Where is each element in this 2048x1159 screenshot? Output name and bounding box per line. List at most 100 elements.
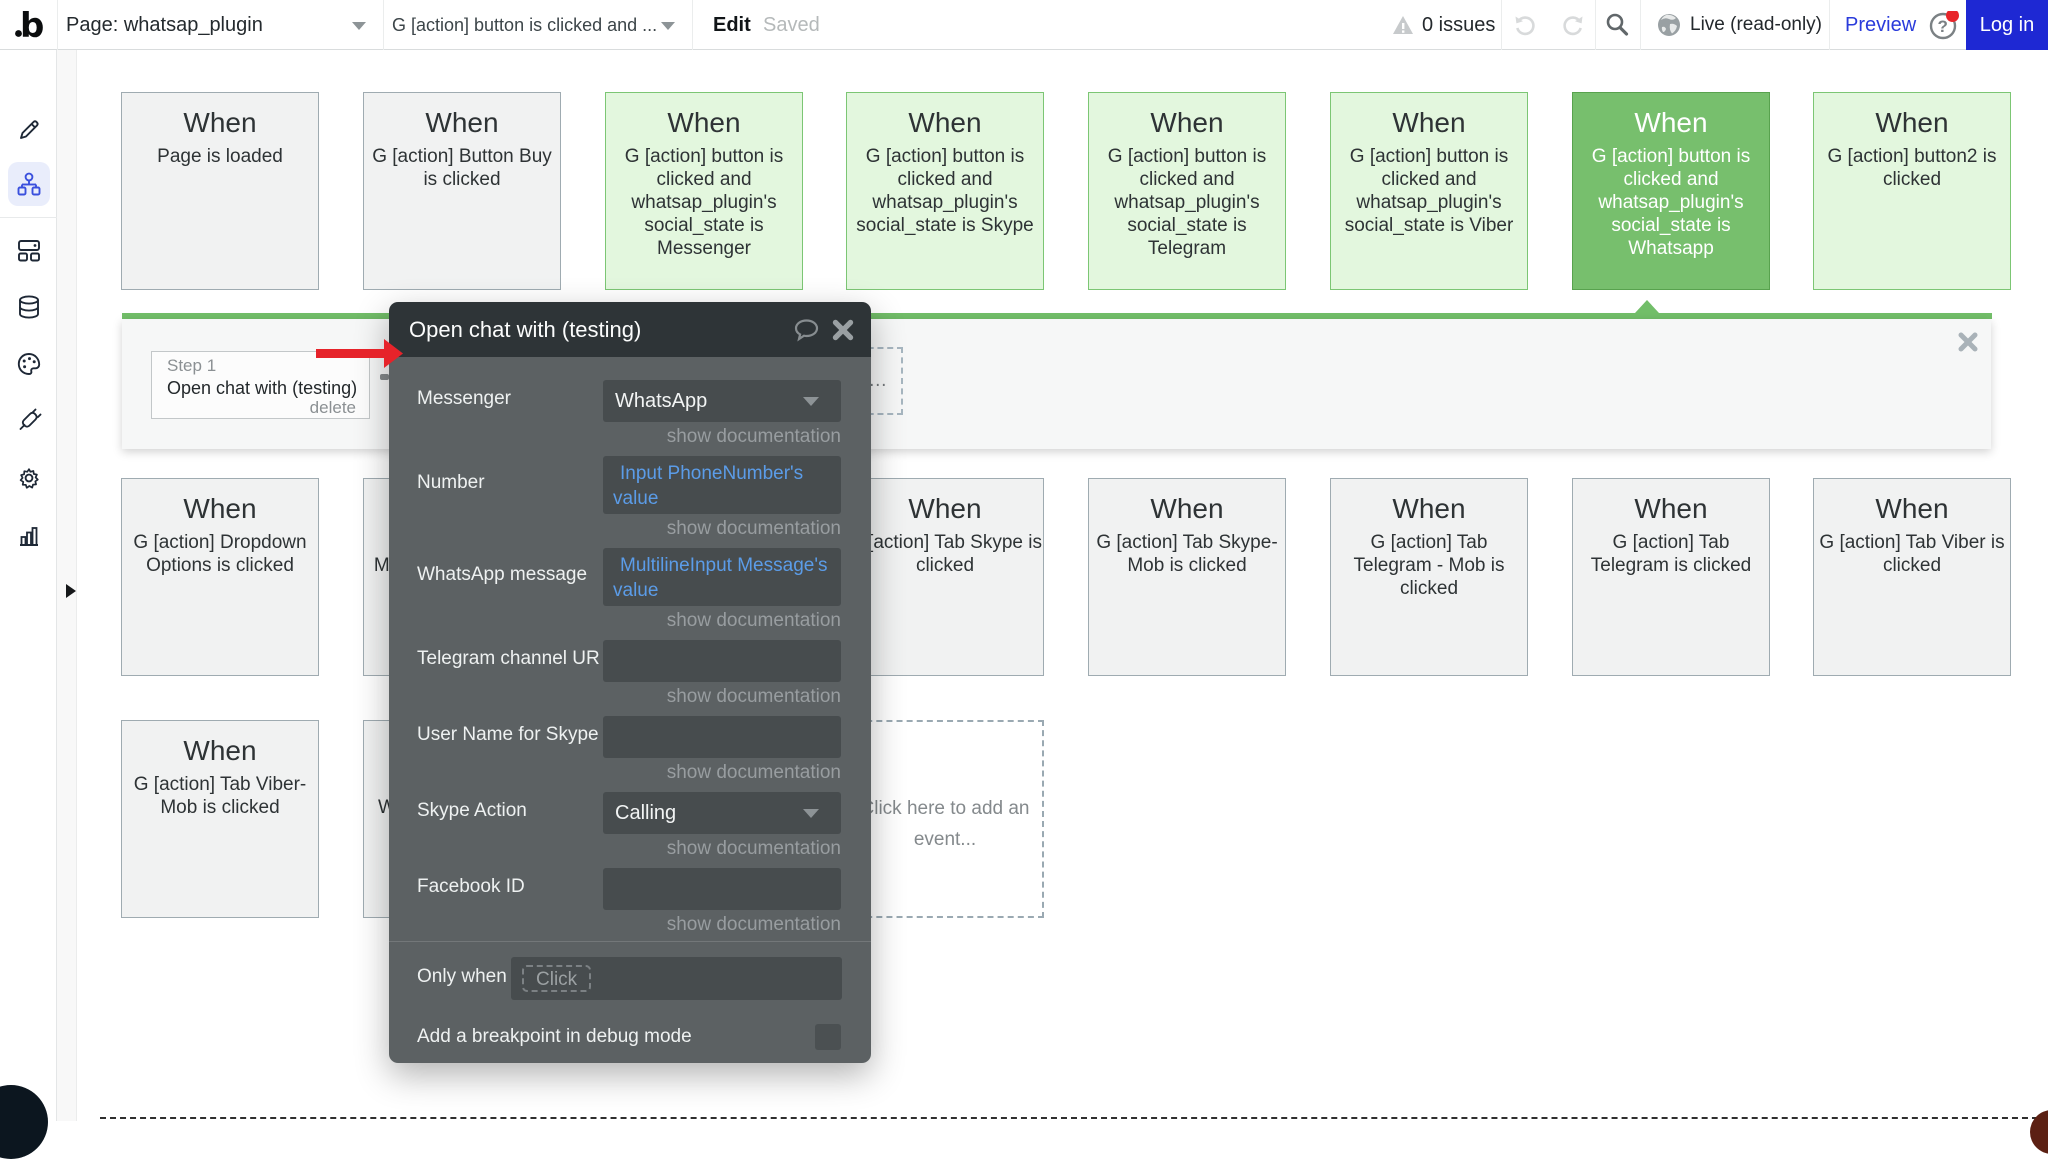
field-label: WhatsApp message	[417, 564, 588, 585]
field-label: Skype Action	[417, 800, 527, 821]
modal-field-row: Facebook ID	[417, 868, 841, 910]
expression-value: MultilineInput Message's value	[613, 555, 828, 601]
sidebar-item-data[interactable]	[0, 285, 57, 329]
show-documentation-link[interactable]: show documentation	[666, 686, 841, 707]
event-card-title: When	[425, 107, 499, 138]
step-card[interactable]: Step 1 Open chat with (testing) delete	[151, 351, 370, 419]
comment-bubble-icon[interactable]	[793, 318, 820, 347]
warning-icon	[1392, 13, 1414, 42]
field-dropdown[interactable]: WhatsApp	[603, 380, 841, 422]
divider	[57, 0, 58, 50]
breakpoint-checkbox[interactable]	[815, 1024, 841, 1050]
show-documentation-link[interactable]: show documentation	[666, 426, 841, 447]
help-icon[interactable]: ?	[1929, 9, 1963, 46]
event-card-title: When	[908, 107, 982, 138]
gear-icon	[19, 468, 39, 489]
show-documentation-link[interactable]: show documentation	[666, 838, 841, 859]
field-input[interactable]	[603, 716, 841, 758]
only-when-placeholder[interactable]: Click	[522, 965, 592, 992]
event-card-condition: G [action] Tab Telegram - Mob is clicked	[1353, 532, 1505, 599]
event-card-title: When	[1150, 493, 1224, 524]
login-button[interactable]: Log in	[1966, 0, 2048, 50]
sidebar-item-logs[interactable]	[0, 514, 57, 558]
field-input[interactable]: Input PhoneNumber's value	[603, 456, 841, 514]
globe-icon	[1656, 12, 1682, 43]
bubble-logo[interactable]: b	[14, 0, 54, 50]
field-input[interactable]: MultilineInput Message's value	[603, 548, 841, 606]
sidebar-item-plugins[interactable]	[0, 399, 57, 443]
modal-field-row: Skype Action Calling	[417, 792, 841, 834]
chevron-down-icon	[803, 397, 819, 406]
divider	[1829, 0, 1830, 50]
components-icon	[17, 240, 40, 262]
divider	[1501, 0, 1502, 50]
redo-icon[interactable]	[1560, 13, 1585, 43]
field-input[interactable]	[603, 640, 841, 682]
field-label: User Name for Skype	[417, 724, 599, 745]
sidebar-item-workflow[interactable]	[0, 162, 57, 206]
divider	[692, 0, 693, 50]
preview-link[interactable]: Preview	[1845, 14, 1917, 36]
sidebar-item-design[interactable]	[0, 108, 57, 152]
expand-panel-arrow[interactable]	[66, 584, 76, 598]
chevron-down-icon[interactable]	[352, 22, 366, 30]
divider	[389, 941, 871, 942]
show-documentation-link[interactable]: show documentation	[666, 762, 841, 783]
svg-text:?: ?	[1938, 17, 1948, 36]
add-event-placeholder[interactable]: Click here to add an event...	[846, 720, 1044, 918]
event-card-condition: G [action] button is clicked and whatsap…	[624, 146, 784, 259]
undo-icon[interactable]	[1513, 13, 1538, 43]
modal-title: Open chat with (testing)	[409, 317, 642, 342]
sidebar-item-components[interactable]	[0, 228, 57, 272]
breakpoint-label: Add a breakpoint in debug mode	[417, 1026, 692, 1047]
sidebar-item-styles[interactable]	[0, 342, 57, 386]
field-dropdown[interactable]: Calling	[603, 792, 841, 834]
sidebar-item-settings[interactable]	[0, 456, 57, 500]
chevron-down-icon[interactable]	[661, 22, 675, 30]
divider	[383, 0, 384, 50]
edit-tab[interactable]: Edit	[713, 14, 751, 36]
workflow-selector[interactable]: G [action] button is clicked and ...	[392, 15, 658, 35]
svg-text:b: b	[20, 6, 44, 46]
issues-count[interactable]: 0 issues	[1422, 14, 1496, 36]
search-icon[interactable]	[1604, 12, 1630, 43]
show-documentation-link[interactable]: show documentation	[666, 518, 841, 539]
connector-caret	[1635, 300, 1659, 313]
panel-close-icon[interactable]	[1958, 332, 1978, 352]
bar-chart-icon	[19, 527, 38, 546]
step-delete-link[interactable]: delete	[309, 398, 356, 417]
pencil-icon	[19, 120, 39, 139]
dropdown-value: Calling	[603, 792, 841, 834]
show-documentation-link[interactable]: show documentation	[666, 914, 841, 935]
modal-close-icon[interactable]	[832, 319, 854, 346]
step-drag-handle[interactable]	[380, 374, 389, 380]
event-card-title: When	[1150, 107, 1224, 138]
field-label: Number	[417, 472, 485, 493]
palette-gutter	[57, 50, 77, 1121]
divider	[1595, 0, 1596, 50]
show-documentation-link[interactable]: show documentation	[666, 610, 841, 631]
annotation-arrow	[314, 334, 406, 377]
live-readonly-label[interactable]: Live (read-only)	[1690, 14, 1822, 35]
modal-header[interactable]: Open chat with (testing)	[389, 302, 871, 357]
field-input[interactable]	[603, 868, 841, 910]
page-selector[interactable]: Page: whatsap_plugin	[66, 14, 263, 36]
left-sidebar	[0, 50, 57, 1121]
only-when-input[interactable]: Click	[511, 957, 842, 1000]
